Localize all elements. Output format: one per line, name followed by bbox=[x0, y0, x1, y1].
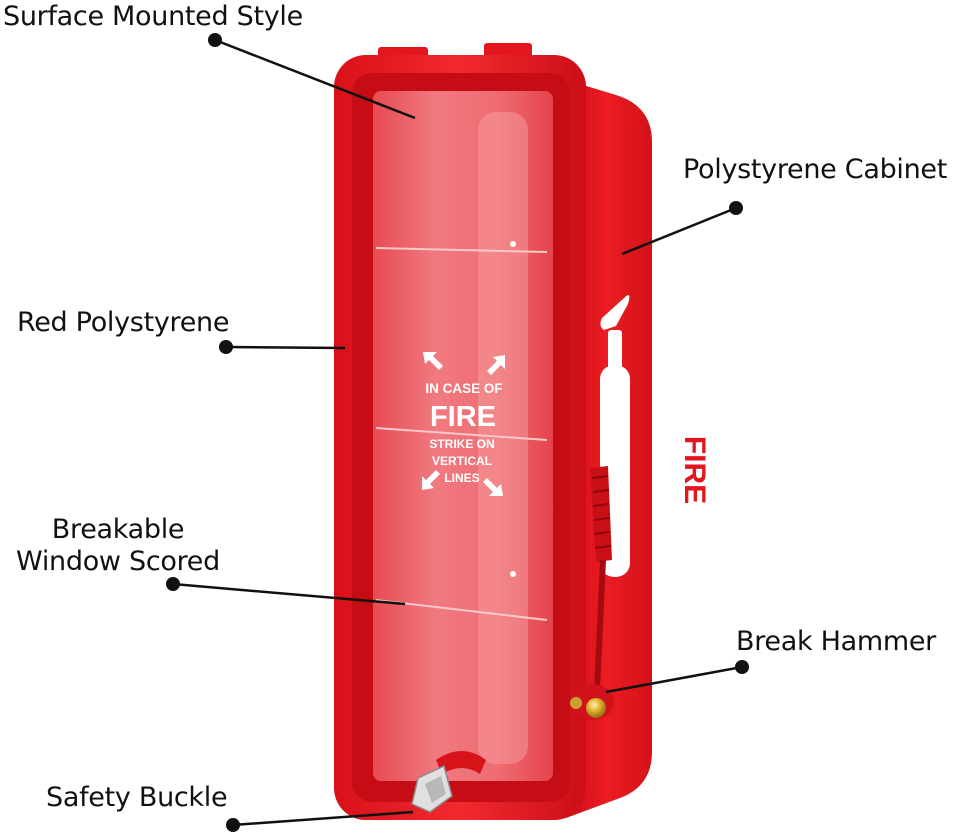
arrow-up-right-icon bbox=[487, 355, 505, 375]
leader-surface-mounted bbox=[214, 38, 416, 120]
sign-vertical: VERTICAL bbox=[432, 454, 492, 468]
leader-dot-breakable-window bbox=[166, 577, 180, 591]
callout-breakable-line2: Window Scored bbox=[16, 546, 220, 577]
leader-break-hammer bbox=[605, 665, 743, 694]
arrow-down-right-icon bbox=[483, 478, 503, 496]
side-fire-label: FIRE bbox=[678, 436, 711, 504]
glass-dot bbox=[510, 571, 516, 577]
callout-polystyrene-cabinet: Polystyrene Cabinet bbox=[683, 154, 948, 185]
callout-breakable-line1: Breakable bbox=[51, 514, 185, 545]
leader-breakable-window bbox=[172, 582, 406, 606]
callout-surface-mounted-style: Surface Mounted Style bbox=[3, 1, 303, 32]
break-hammer bbox=[570, 466, 614, 720]
leader-red-polystyrene bbox=[225, 345, 346, 350]
window-glass bbox=[373, 91, 553, 781]
callout-breakable-window-scored: Breakable Window Scored bbox=[8, 514, 228, 578]
arrow-down-left-icon bbox=[422, 470, 440, 490]
leader-dot-break-hammer bbox=[735, 660, 749, 674]
leader-safety-buckle bbox=[232, 810, 414, 827]
arrow-up-left-icon bbox=[423, 352, 443, 370]
leader-dot-polystyrene-cabinet bbox=[729, 201, 743, 215]
sign-in-case-of: IN CASE OF bbox=[425, 381, 502, 396]
safety-buckle bbox=[411, 751, 486, 813]
score-line-1 bbox=[375, 247, 548, 253]
hammer-brass-head bbox=[586, 698, 606, 718]
sign-strike-on: STRIKE ON bbox=[429, 437, 494, 451]
leader-polystyrene-cabinet bbox=[621, 206, 737, 256]
sign-lines: LINES bbox=[444, 471, 479, 485]
callout-break-hammer: Break Hammer bbox=[736, 626, 936, 657]
sign-fire: FIRE bbox=[430, 401, 496, 433]
leader-lines bbox=[166, 33, 749, 832]
leader-dot-surface-mounted bbox=[208, 33, 222, 47]
callout-safety-buckle: Safety Buckle bbox=[46, 782, 228, 813]
leader-dot-safety-buckle bbox=[226, 818, 240, 832]
leader-dot-red-polystyrene bbox=[219, 340, 233, 354]
callout-red-polystyrene: Red Polystyrene bbox=[17, 307, 230, 338]
glass-dot bbox=[510, 241, 516, 247]
window-glass-reflection bbox=[478, 112, 528, 764]
score-line-2 bbox=[375, 427, 548, 441]
